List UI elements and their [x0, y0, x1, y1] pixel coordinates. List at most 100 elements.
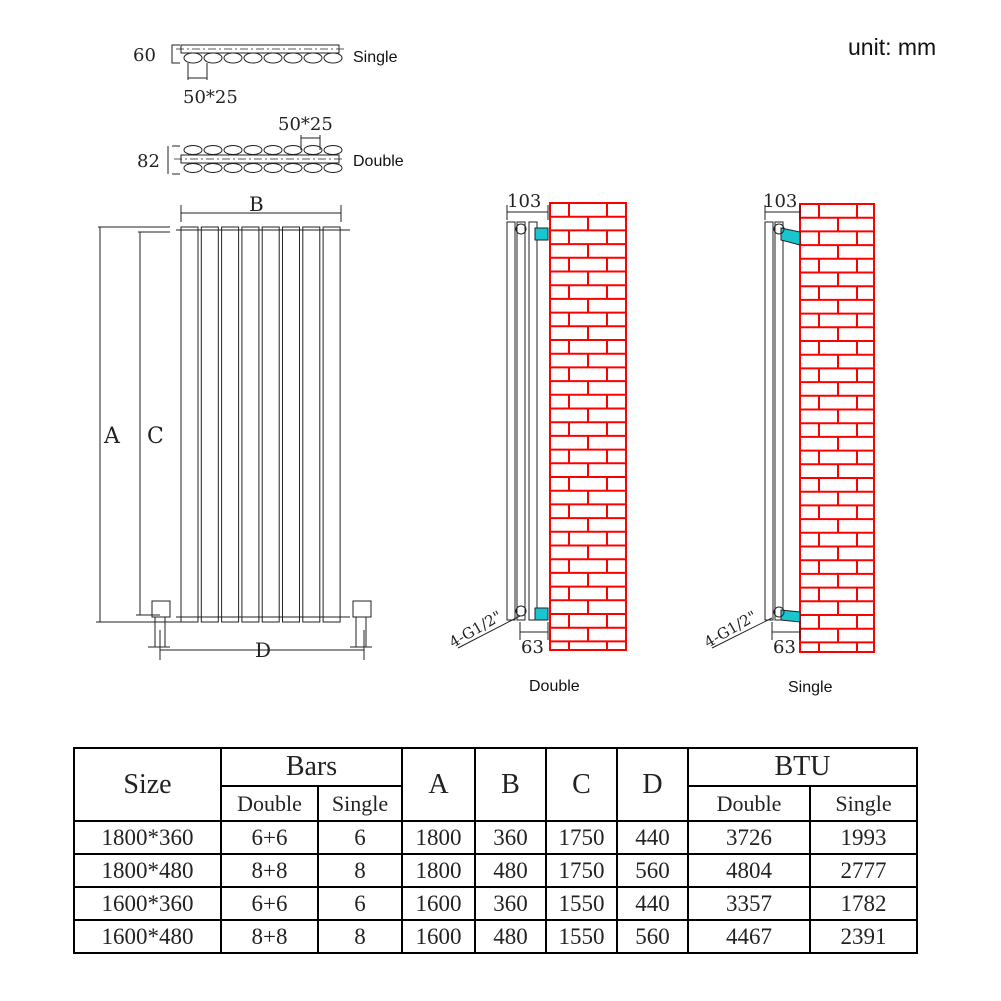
single-offset-label: 63 [773, 637, 796, 658]
radiator-bar [322, 226, 341, 623]
bar-section [223, 52, 243, 64]
b-header: B [474, 747, 547, 822]
size-table: Size Bars A B C D BTU Double Single Doub… [73, 747, 918, 954]
single-side-label: Single [788, 679, 833, 696]
radiator-bar [282, 226, 300, 623]
bar-section [183, 52, 203, 64]
bar-section [243, 163, 263, 173]
table-cell: 480 [474, 919, 547, 954]
bar-section [243, 145, 263, 155]
side-view-single: 103 63 4-G1/2" Single [701, 191, 875, 696]
table-cell: 440 [616, 820, 689, 855]
table-cell: 6 [317, 886, 403, 921]
table-cell: 8 [317, 919, 403, 954]
bar-section [303, 52, 323, 64]
single-thread-label: 4-G1/2" [701, 607, 760, 651]
radiator-bar [302, 226, 321, 623]
top-view-single: 60 50*25 Single [133, 44, 398, 108]
table-cell: 8+8 [220, 853, 319, 888]
table-cell: 1600*480 [73, 919, 222, 954]
table-cell: 8 [317, 853, 403, 888]
table-cell: 1600*360 [73, 886, 222, 921]
bar-section [283, 52, 303, 64]
table-cell: 4467 [687, 919, 811, 954]
table-cell: 1550 [545, 886, 618, 921]
top-view-double: 82 50*25 Double [137, 114, 404, 175]
table-cell: 3357 [687, 886, 811, 921]
double-depth-label: 82 [137, 151, 160, 172]
single-width-label: 103 [763, 191, 797, 212]
dimension-d-label: D [255, 638, 271, 662]
table-cell: 1750 [545, 853, 618, 888]
table-cell: 1600 [401, 886, 476, 921]
btu-single-header: Single [809, 785, 918, 822]
a-header: A [401, 747, 476, 822]
double-thread-label: 4-G1/2" [446, 607, 505, 651]
size-header: Size [73, 747, 222, 822]
table-cell: 1800 [401, 820, 476, 855]
table-cell: 1782 [809, 886, 918, 921]
bar-section [203, 163, 223, 173]
btu-header: BTU [687, 747, 918, 787]
radiator-bar [180, 226, 199, 623]
bar-section [243, 52, 263, 64]
table-cell: 560 [616, 919, 689, 954]
table-cell: 1550 [545, 919, 618, 954]
bar-section [223, 163, 243, 173]
table-cell: 480 [474, 853, 547, 888]
table-cell: 8+8 [220, 919, 319, 954]
bar-section [263, 163, 283, 173]
bar-section [263, 145, 283, 155]
bar-section [323, 145, 343, 155]
single-label: Single [353, 49, 398, 66]
bar-section [323, 52, 343, 64]
bar-section [283, 163, 303, 173]
bar-section [203, 145, 223, 155]
table-cell: 1600 [401, 919, 476, 954]
table-cell: 360 [474, 820, 547, 855]
radiator-bar [261, 226, 280, 623]
radiator-bar [221, 226, 240, 623]
bar-section [203, 52, 223, 64]
dimension-b-label: B [249, 192, 264, 216]
table-cell: 1750 [545, 820, 618, 855]
bars-header: Bars [220, 747, 403, 787]
brick-wall [799, 203, 875, 653]
btu-double-header: Double [687, 785, 811, 822]
brick-wall [549, 202, 627, 651]
bar-section [183, 163, 203, 173]
table-cell: 6 [317, 820, 403, 855]
front-view: A C B D [96, 192, 372, 662]
bar-section [183, 145, 203, 155]
table-cell: 560 [616, 853, 689, 888]
table-cell: 1993 [809, 820, 918, 855]
bar-section [283, 145, 303, 155]
table-cell: 2777 [809, 853, 918, 888]
unit-label: unit: mm [848, 34, 937, 60]
table-cell: 2391 [809, 919, 918, 954]
table-cell: 3726 [687, 820, 811, 855]
table-cell: 1800*360 [73, 820, 222, 855]
double-label: Double [353, 153, 404, 170]
double-bar-size-label: 50*25 [278, 114, 333, 135]
table-cell: 6+6 [220, 886, 319, 921]
bar-section [303, 163, 323, 173]
double-offset-label: 63 [521, 637, 544, 658]
table-cell: 440 [616, 886, 689, 921]
radiator-diagram: 60 50*25 Single 82 50*25 Double A C B D … [96, 44, 875, 696]
radiator-bar [200, 226, 219, 623]
d-header: D [616, 747, 689, 822]
double-side-label: Double [529, 678, 580, 695]
bars-single-header: Single [317, 785, 403, 822]
bar-section [303, 145, 323, 155]
table-cell: 4804 [687, 853, 811, 888]
bars-double-header: Double [220, 785, 319, 822]
bar-section [263, 52, 283, 64]
dimension-a-label: A [103, 424, 121, 449]
table-cell: 360 [474, 886, 547, 921]
bar-section [223, 145, 243, 155]
dimension-c-label: C [147, 424, 164, 449]
